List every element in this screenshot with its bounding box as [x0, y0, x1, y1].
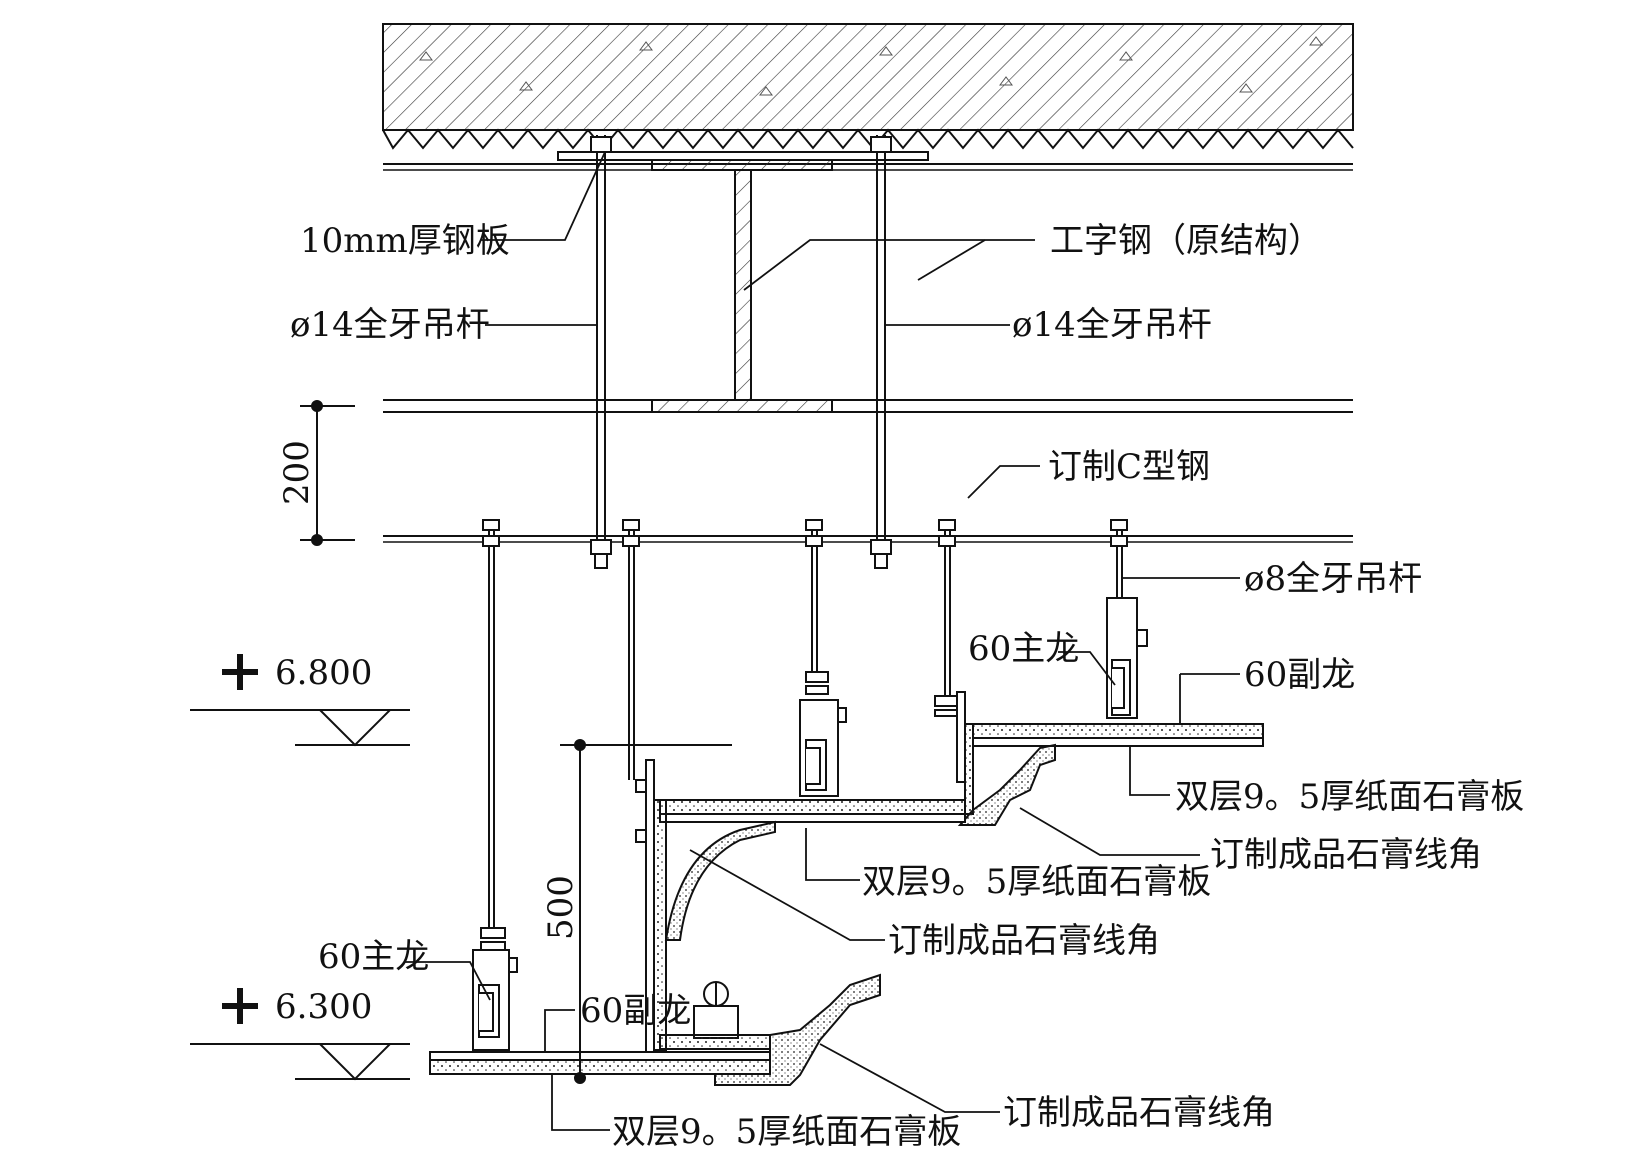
label-sub-keel-upper: 60副龙 [1244, 655, 1355, 695]
dimension-500 [560, 739, 732, 1084]
label-i-beam: 工字钢（原结构） [1050, 221, 1322, 261]
elevation-marker-lower [190, 988, 410, 1081]
leader-lines [405, 151, 1240, 1131]
label-board-middle: 双层9。5厚纸面石膏板 [862, 862, 1211, 902]
dimension-200-label: 200 [277, 440, 317, 505]
hanger-bracket-step [934, 691, 966, 783]
label-molding-upper: 订制成品石膏线角 [1210, 835, 1482, 875]
label-c-steel: 订制C型钢 [1048, 447, 1210, 487]
i-beam [651, 159, 833, 413]
label-sub-keel-lower: 60副龙 [580, 991, 691, 1031]
main-keel-upper [1106, 597, 1148, 719]
hanger-rod-14-left [590, 135, 612, 569]
gypsum-board-upper [964, 723, 1264, 815]
concrete-slab [382, 23, 1354, 171]
label-main-keel-upper: 60主龙 [968, 629, 1079, 669]
steel-plate [557, 151, 929, 161]
gypsum-molding-lower [714, 973, 881, 1086]
label-rod14-right: ø14全牙吊杆 [1012, 305, 1212, 345]
main-keel-mid [799, 671, 847, 797]
label-rod14-left: ø14全牙吊杆 [290, 305, 490, 345]
dimension-500-label: 500 [541, 875, 581, 940]
label-molding-lower: 订制成品石膏线角 [1003, 1093, 1275, 1133]
main-keel-lower [472, 927, 518, 1051]
label-molding-middle: 订制成品石膏线角 [888, 921, 1160, 961]
elevation-marker-upper [190, 654, 410, 747]
lamp-fixture [693, 981, 739, 1039]
label-steel-plate: 10mm厚钢板 [300, 221, 510, 261]
label-board-upper: 双层9。5厚纸面石膏板 [1175, 777, 1524, 817]
label-rod8: ø8全牙吊杆 [1244, 559, 1422, 599]
hanger-rods-8 [482, 519, 1128, 930]
hanger-rod-14-right [870, 135, 892, 569]
corrugated-deck [382, 128, 1354, 150]
label-main-keel-lower: 60主龙 [318, 937, 429, 977]
gypsum-board-middle [635, 759, 966, 1061]
c-steel-channel [383, 535, 1353, 543]
elevation-upper-label: 6.800 [275, 653, 372, 693]
dimension-200 [300, 400, 355, 546]
elevation-lower-label: 6.300 [275, 987, 372, 1027]
label-board-lower: 双层9。5厚纸面石膏板 [612, 1112, 961, 1152]
gypsum-molding-upper [957, 743, 1056, 826]
gypsum-molding-middle [664, 820, 776, 941]
